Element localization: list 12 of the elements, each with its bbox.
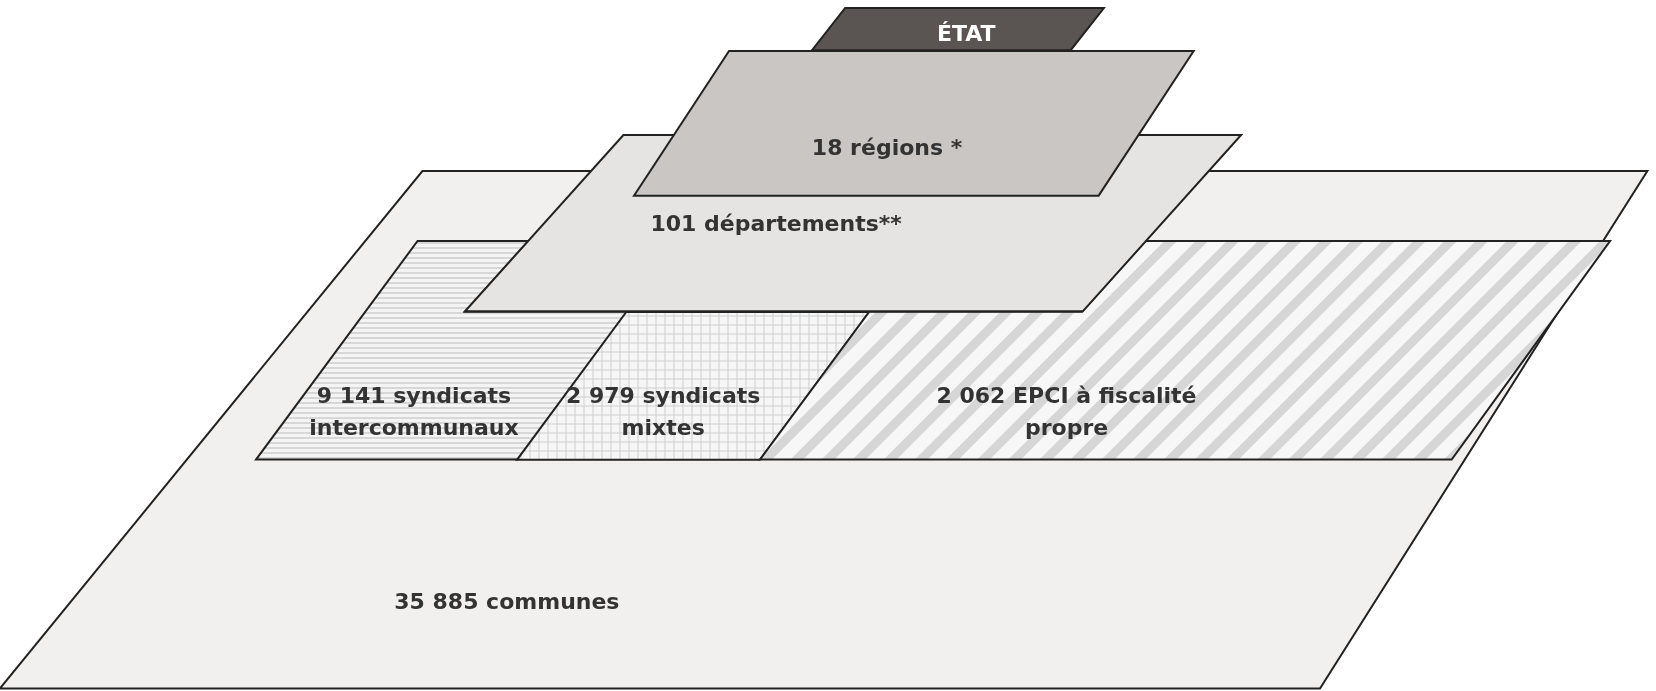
layer-label: 101 départements** <box>649 209 903 238</box>
layer-label: 2 062 EPCI à fiscalité propre <box>935 381 1198 442</box>
parallelogram-layer <box>811 8 1104 51</box>
parallelogram-layer <box>760 240 1611 460</box>
layer-label: ÉTAT <box>935 19 997 48</box>
parallelogram-layer <box>633 50 1194 196</box>
layer-label: 18 régions * <box>810 133 964 162</box>
parallelogram-layer <box>0 171 1648 689</box>
parallelogram-layer <box>517 311 870 460</box>
layer-label: 2 979 syndicats mixtes <box>564 381 762 442</box>
layer-label: 9 141 syndicats intercommunaux <box>308 381 520 442</box>
layer-label: 35 885 communes <box>393 587 621 616</box>
